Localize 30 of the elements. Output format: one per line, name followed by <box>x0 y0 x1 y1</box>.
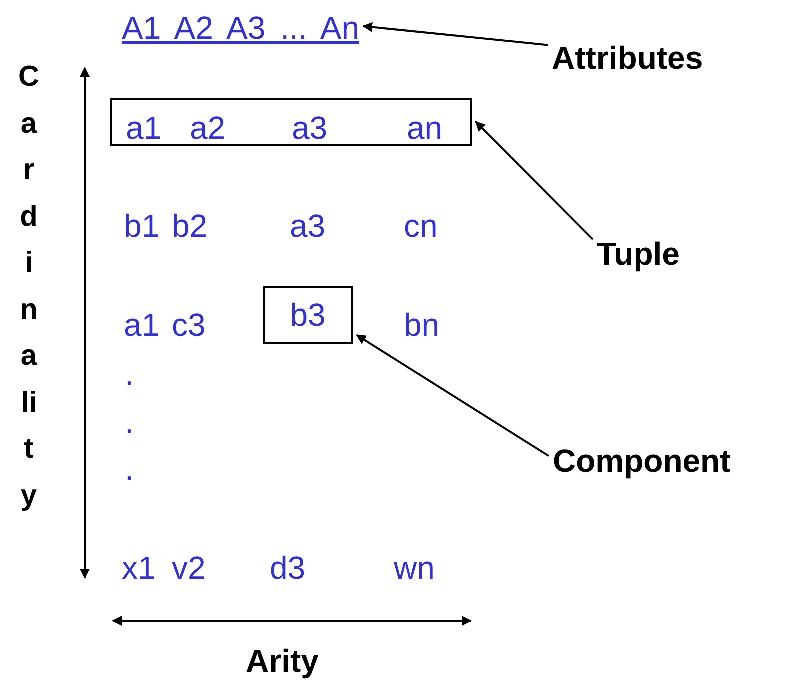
cell-value: bn <box>404 309 440 341</box>
cell-value: . <box>125 453 134 485</box>
callout-label: Tuple <box>597 238 680 270</box>
callout-label: Component <box>553 445 731 477</box>
cell-value: . <box>125 358 134 390</box>
tuple-box <box>110 98 472 146</box>
axis-label: Arity <box>246 645 319 677</box>
cell-value: c3 <box>172 309 206 341</box>
arrow <box>475 121 594 240</box>
cell-value: cn <box>404 210 438 242</box>
cell-value: b3 <box>290 299 326 331</box>
arrow <box>362 22 548 46</box>
cell-value: a1 <box>126 112 162 144</box>
cell-value: d3 <box>270 552 306 584</box>
cell-value: x1 <box>122 552 156 584</box>
cell-value: b1 <box>124 210 160 242</box>
cell-value: a3 <box>290 210 326 242</box>
cell-value: an <box>407 112 443 144</box>
axis-label: Cardinality <box>18 60 40 514</box>
arrow <box>356 334 550 458</box>
cell-value: a3 <box>292 112 328 144</box>
attribute-header: A1 A2 A3 ... An <box>122 12 360 44</box>
cell-value: a2 <box>190 112 226 144</box>
cell-value: v2 <box>172 552 206 584</box>
component-box <box>263 286 353 344</box>
cell-value: . <box>125 406 134 438</box>
cell-value: b2 <box>172 210 208 242</box>
callout-label: Attributes <box>552 42 704 74</box>
cell-value: a1 <box>124 309 160 341</box>
cell-value: wn <box>394 552 435 584</box>
